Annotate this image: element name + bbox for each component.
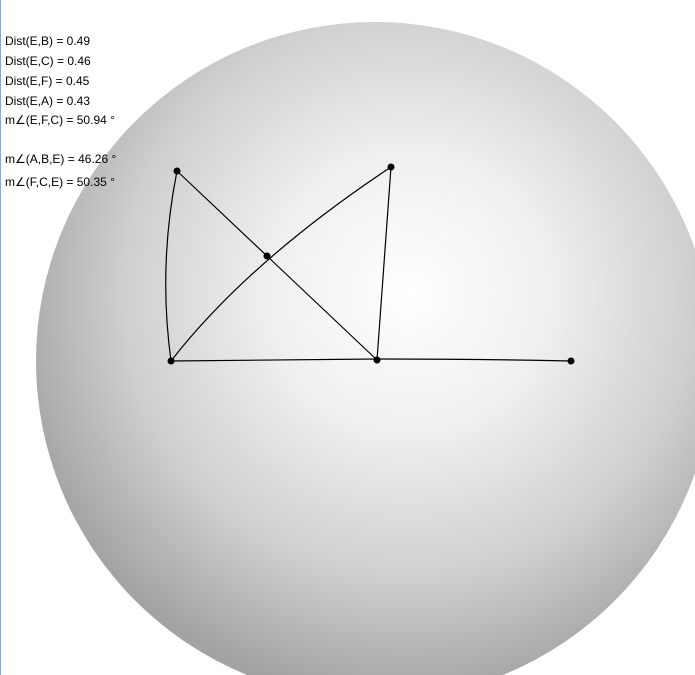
point-bottom-left[interactable] (167, 357, 175, 365)
point-top-left[interactable] (173, 167, 181, 175)
dist-ec-readout: Dist(E,C) = 0.46 (5, 54, 91, 68)
panel-edge (0, 0, 1, 675)
angle-abe-readout: m∠(A,B,E) = 46.26 ° (5, 152, 117, 166)
dist-ea-readout: Dist(E,A) = 0.43 (5, 94, 91, 108)
point-bottom-mid[interactable] (373, 356, 381, 364)
point-top-right[interactable] (387, 163, 395, 171)
point-intersection[interactable] (263, 252, 271, 260)
point-bottom-right[interactable] (567, 357, 575, 365)
dist-ef-readout: Dist(E,F) = 0.45 (5, 74, 90, 88)
angle-fce-readout: m∠(F,C,E) = 50.35 ° (5, 175, 115, 189)
dist-eb-readout: Dist(E,B) = 0.49 (5, 34, 91, 48)
geodesic-right-arc[interactable] (376, 166, 392, 361)
angle-efc-readout: m∠(E,F,C) = 50.94 ° (5, 113, 115, 127)
geodesic-left-arc[interactable] (165, 170, 178, 362)
geodesic-baseline[interactable] (170, 358, 572, 362)
geodesic-bottom-left-to-top-right[interactable] (170, 166, 392, 362)
